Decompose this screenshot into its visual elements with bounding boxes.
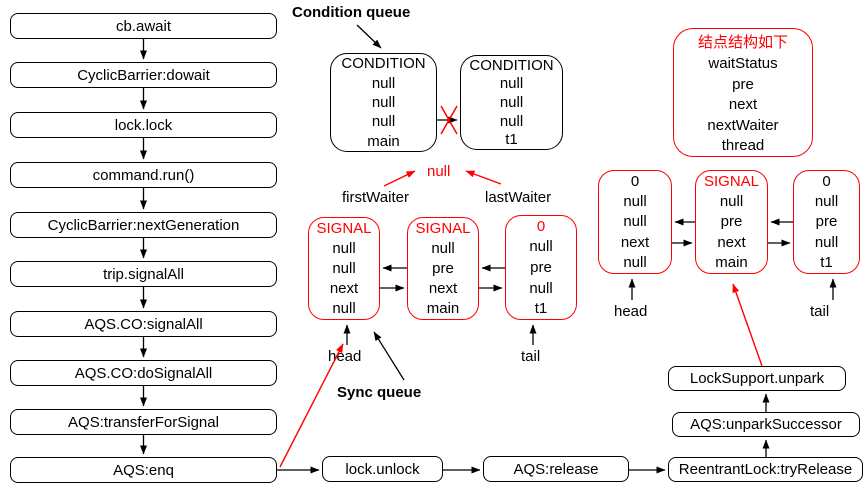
- node-waitstatus: 0: [822, 172, 831, 190]
- node-next-field: pre: [432, 259, 454, 277]
- node-waitstatus: SIGNAL: [703, 172, 760, 190]
- flow-box-locksupport-unpark: LockSupport.unpark: [668, 366, 846, 391]
- node-nextwaiter-field: next: [717, 233, 746, 251]
- node-nextwaiter-field: next: [329, 280, 359, 298]
- node-next-field: pre: [530, 258, 552, 276]
- right-tail-label: tail: [810, 303, 830, 320]
- node-waitstatus: 0: [630, 172, 640, 190]
- sync-queue-label: Sync queue: [337, 384, 422, 401]
- firstwaiter-label: firstWaiter: [342, 189, 409, 206]
- node-structure-row: next: [728, 96, 758, 114]
- right-queue-node-main: SIGNAL null pre next main: [695, 170, 768, 274]
- sync-queue-node-t1: 0 null pre null t1: [505, 215, 577, 320]
- condition-queue-label: Condition queue: [292, 4, 411, 21]
- node-pre-field: null: [623, 193, 647, 211]
- node-nextwaiter-field: next: [428, 280, 458, 298]
- node-waitstatus: SIGNAL: [316, 219, 372, 237]
- condition-node-title: CONDITION: [341, 55, 426, 73]
- node-next-field: null: [623, 213, 647, 231]
- right-queue-node-head: 0 null null next null: [598, 170, 672, 274]
- node-next-field: pre: [720, 213, 743, 231]
- right-queue-node-t1: 0 null pre null t1: [793, 170, 860, 274]
- sync-queue-node-head: SIGNAL null null next null: [308, 217, 380, 320]
- flow-box-aqs-co-dosignalall: AQS.CO:doSignalAll: [10, 360, 277, 386]
- sync-head-label: head: [328, 348, 362, 365]
- node-waitstatus: SIGNAL: [415, 219, 471, 237]
- condition-node-row: main: [367, 132, 400, 150]
- flow-box-command-run: command.run(): [10, 162, 277, 188]
- node-nextwaiter-field: null: [529, 279, 553, 297]
- condition-node-row: null: [371, 93, 396, 111]
- flow-box-aqs-enq: AQS:enq: [10, 457, 277, 483]
- right-head-label: head: [614, 303, 648, 320]
- node-structure-row: thread: [721, 137, 765, 155]
- node-pre-field: null: [332, 239, 356, 257]
- node-nextwaiter-field: next: [620, 233, 650, 251]
- flow-box-aqs-release: AQS:release: [483, 456, 629, 482]
- node-thread-field: t1: [534, 300, 548, 318]
- node-thread-field: main: [426, 300, 460, 318]
- flow-box-aqs-transferforsignal: AQS:transferForSignal: [10, 409, 277, 435]
- condition-node-row: null: [499, 75, 524, 93]
- condition-node-row: null: [371, 113, 396, 131]
- condition-node-t1: CONDITION null null null t1: [460, 55, 563, 150]
- node-structure-row: waitStatus: [708, 55, 778, 73]
- node-next-field: pre: [815, 213, 838, 231]
- flow-box-lock-unlock: lock.unlock: [322, 456, 443, 482]
- node-thread-field: t1: [820, 254, 833, 272]
- node-nextwaiter-field: null: [814, 233, 839, 251]
- node-pre-field: null: [431, 239, 455, 257]
- node-pre-field: null: [814, 193, 839, 211]
- flow-box-cyclicbarrier-dowait: CyclicBarrier:dowait: [10, 62, 277, 88]
- node-thread-field: main: [715, 254, 748, 272]
- flow-box-tryrelease: ReentrantLock:tryRelease: [668, 457, 863, 482]
- condition-node-row: null: [499, 112, 524, 130]
- flow-box-trip-signalall: trip.signalAll: [10, 261, 277, 287]
- node-waitstatus: 0: [536, 217, 546, 235]
- node-structure-row: nextWaiter: [707, 116, 779, 134]
- condition-node-row: null: [499, 93, 524, 111]
- node-structure-title: 结点结构如下: [697, 33, 788, 51]
- sync-tail-label: tail: [521, 348, 541, 365]
- flow-box-lock-lock: lock.lock: [10, 112, 277, 138]
- condition-node-row: null: [371, 74, 396, 92]
- lastwaiter-label: lastWaiter: [485, 189, 552, 206]
- condition-node-main: CONDITION null null null main: [330, 53, 437, 152]
- sync-queue-node-main: SIGNAL null pre next main: [407, 217, 479, 320]
- flow-box-cb-await: cb.await: [10, 13, 277, 39]
- node-structure-row: pre: [732, 75, 754, 93]
- flow-box-aqs-co-signalall: AQS.CO:signalAll: [10, 311, 277, 337]
- node-thread-field: null: [332, 300, 356, 318]
- waiter-null-value: null: [427, 163, 451, 180]
- node-thread-field: null: [623, 254, 647, 272]
- node-next-field: null: [332, 259, 356, 277]
- node-structure-legend: 结点结构如下 waitStatus pre next nextWaiter th…: [673, 28, 813, 157]
- node-pre-field: null: [719, 193, 744, 211]
- condition-node-title: CONDITION: [469, 56, 554, 74]
- flow-box-nextgeneration: CyclicBarrier:nextGeneration: [10, 212, 277, 238]
- crossed-out-link-icon: [440, 105, 458, 135]
- flow-box-unparksuccessor: AQS:unparkSuccessor: [672, 412, 860, 437]
- condition-node-row: t1: [505, 131, 518, 149]
- node-pre-field: null: [529, 238, 553, 256]
